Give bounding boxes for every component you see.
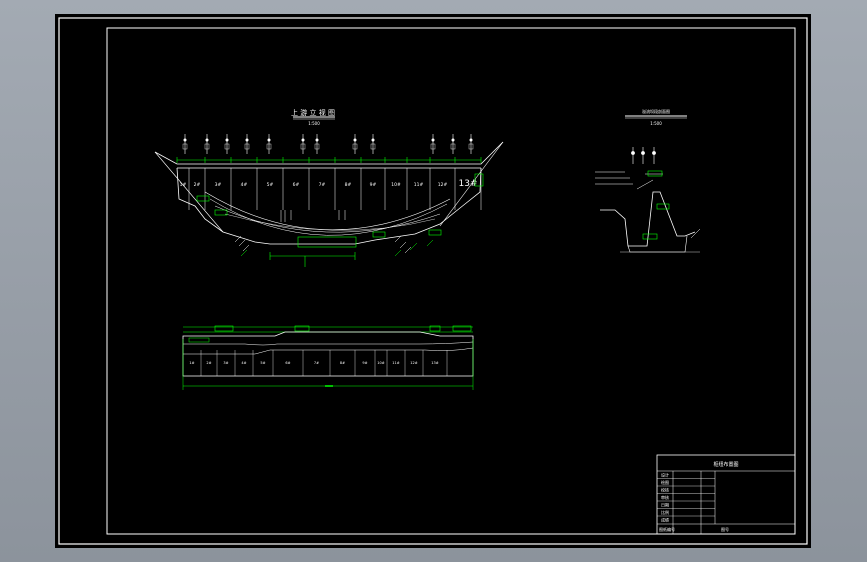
- block-label: 12#: [438, 182, 448, 188]
- block-label: 11#: [414, 182, 424, 188]
- geology-curve-3: [214, 205, 441, 233]
- block-label: 10#: [391, 182, 401, 188]
- plan-block-label: 3#: [223, 361, 228, 365]
- block-label: 8#: [345, 182, 352, 188]
- cad-drawing-canvas: 上 游 立 视 图 1:500 1# 2# 3# 4# 5# 6# 7# 8# 9# 10# 11#…: [55, 14, 811, 548]
- title-block-frame: [656, 454, 796, 535]
- block-label: 3#: [215, 182, 222, 188]
- title-block-row-label: 校核: [661, 486, 669, 492]
- elevation-markers: [182, 134, 474, 154]
- plan-view: 1# 2# 3# 4# 5# 6# 7# 8# 9# 10# 11# 12# 13#: [182, 325, 474, 390]
- title-block-row-label: 比例: [661, 509, 669, 515]
- left-slope: [154, 151, 224, 233]
- plan-block-label: 10#: [377, 361, 384, 365]
- plan-block-label: 9#: [362, 361, 367, 365]
- plan-block-label: 5#: [260, 361, 265, 365]
- elevation-title: 上 游 立 视 图: [291, 108, 335, 117]
- dam-blocks: 1#2#3#4#5#6#7#8#9#10#11#12#13#: [180, 168, 482, 210]
- title-block-footer-left: 图纸编号: [659, 526, 675, 532]
- block-label: 5#: [267, 182, 274, 188]
- plan-block-label: 7#: [314, 361, 319, 365]
- outer-frame: [58, 17, 808, 545]
- title-block-title: 枢纽布置图: [713, 461, 738, 468]
- section-profile: [600, 191, 696, 247]
- geology-curve-2: [209, 198, 448, 236]
- plan-outline: [182, 331, 474, 377]
- ground-line-top: [154, 141, 504, 165]
- title-block-row-label: 绘图: [661, 479, 669, 485]
- title-block-footer-right: 图号: [721, 526, 729, 532]
- block-label: 13#: [459, 179, 478, 189]
- spillway-section: 溢流坝段剖面图 1:500: [595, 108, 701, 253]
- plan-block-label: 8#: [340, 361, 345, 365]
- plan-block-label: 13#: [431, 361, 438, 365]
- block-label: 6#: [293, 182, 300, 188]
- plan-block-label: 2#: [206, 361, 211, 365]
- title-block-row-label: 日期: [661, 501, 669, 507]
- block-label: 2#: [194, 182, 201, 188]
- section-title: 溢流坝段剖面图: [642, 108, 670, 114]
- plan-block-label: 11#: [392, 361, 399, 365]
- plan-block-label: 6#: [285, 361, 290, 365]
- rock-hatching: [234, 210, 412, 254]
- plan-blocks: 1# 2# 3# 4# 5# 6# 7# 8# 9# 10# 11# 12# 13#: [189, 350, 448, 376]
- top-dimension-ticks: [176, 157, 482, 163]
- right-slope: [439, 141, 504, 227]
- block-label: 4#: [241, 182, 248, 188]
- geology-curve-4: [224, 213, 436, 231]
- geology-curve-1: [204, 191, 451, 231]
- base-box: [297, 236, 357, 248]
- block-label: 9#: [370, 182, 377, 188]
- plan-block-label: 4#: [241, 361, 246, 365]
- title-block-row-label: 审核: [661, 494, 669, 500]
- cad-drawing: 上 游 立 视 图 1:500 1# 2# 3# 4# 5# 6# 7# 8# 9# 10# 11#…: [58, 17, 808, 545]
- plan-block-label: 12#: [410, 361, 417, 365]
- section-scale: 1:500: [650, 121, 662, 126]
- section-markers: [631, 147, 656, 164]
- block-label: 7#: [319, 182, 326, 188]
- title-block-row-label: 设计: [661, 471, 669, 477]
- foundation-outline: [176, 167, 482, 245]
- inner-frame: [106, 27, 796, 535]
- title-block-row-label: 成绩: [661, 516, 669, 522]
- plan-block-label: 1#: [189, 361, 194, 365]
- elevation-scale: 1:500: [308, 121, 320, 126]
- upstream-elevation: 上 游 立 视 图 1:500 1#2#3#4#5#6#7#8#9#10#11#…: [154, 108, 504, 267]
